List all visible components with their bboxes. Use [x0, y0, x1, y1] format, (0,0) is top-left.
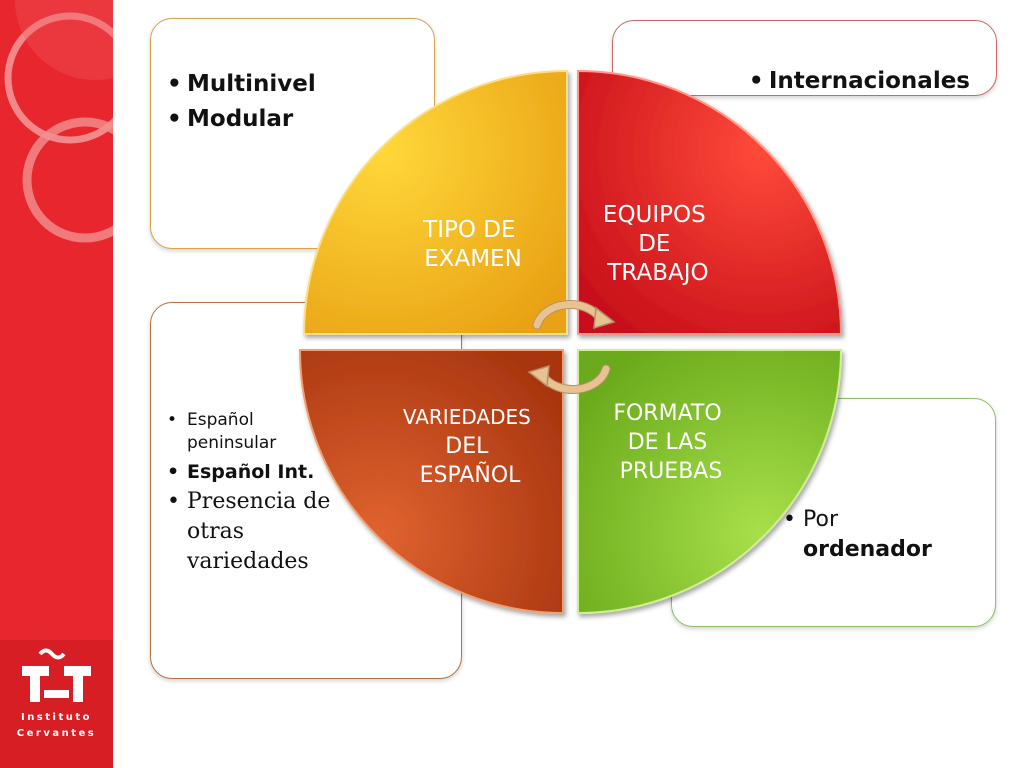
list-item: Internacionales: [745, 65, 970, 97]
instituto-cervantes-logo: Instituto Cervantes: [0, 640, 113, 768]
bullet-list: Por ordenador: [779, 505, 969, 565]
quadrant-label-tl: TIPO DE EXAMEN: [422, 217, 523, 272]
decorative-rings: [4, 0, 113, 243]
quadrant-label-bl: VARIEDADES DEL ESPAÑOL: [403, 405, 537, 488]
list-item-bold: ordenador: [803, 537, 932, 562]
panel-equipos-de-trabajo: Internacionales: [612, 20, 997, 97]
quadrant-bottom-left: [298, 349, 564, 615]
list-item: Multinivel: [163, 67, 316, 102]
list-item: Presencia de otras variedades: [163, 487, 347, 577]
logo-text-line2: Cervantes: [16, 728, 97, 739]
bullet-list: Internacionales: [745, 65, 970, 97]
bullet-list: Multinivel Modular: [163, 67, 316, 137]
quadrant-label-tr: EQUIPOS DE TRABAJO: [603, 202, 713, 286]
sidebar-band: Instituto Cervantes: [0, 0, 113, 768]
cycle-arrows-icon: [527, 300, 616, 394]
quadrant-bottom-right: [577, 349, 843, 615]
quadrant-label-br: FORMATO DE LAS PRUEBAS: [613, 401, 728, 484]
quadrant-top-right: [577, 69, 843, 335]
logo-mark-icon: [22, 648, 91, 702]
list-item-prefix: Por: [803, 507, 838, 532]
logo-text-line1: Instituto: [20, 712, 93, 723]
list-item: Por ordenador: [779, 505, 969, 565]
quadrant-top-left: [302, 69, 568, 335]
list-item: Español Int.: [163, 457, 343, 487]
list-item: Modular: [163, 102, 316, 137]
bullet-list: Español peninsular Español Int. Presenci…: [163, 409, 343, 577]
list-item: Español peninsular: [163, 409, 307, 455]
